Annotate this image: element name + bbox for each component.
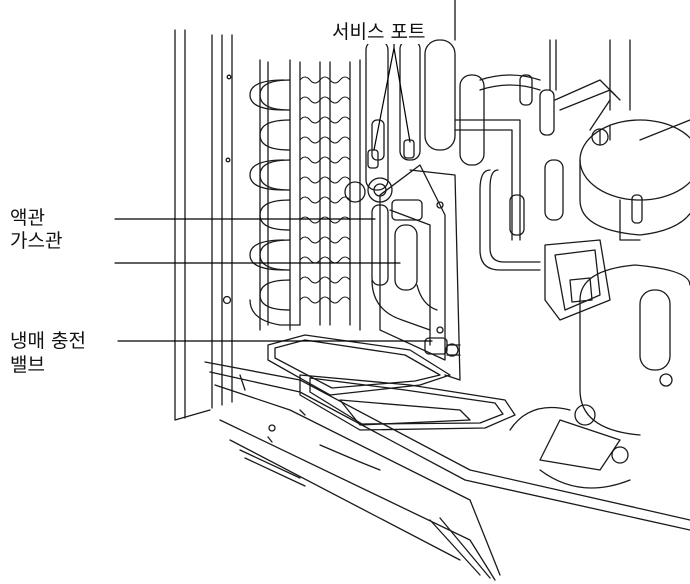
service-port-fittings	[344, 139, 415, 203]
terminal-cover	[544, 239, 611, 321]
compressor	[509, 99, 690, 489]
base-plate	[204, 361, 690, 581]
service-port-label: 서비스 포트	[328, 20, 430, 44]
piping-network	[454, 39, 631, 271]
liquid-pipe-label: 액관	[10, 206, 45, 230]
gas-pipe-label: 가스관	[10, 229, 63, 253]
heat-exchanger-coil	[249, 59, 361, 331]
drain-pan	[267, 334, 516, 431]
cabinet-side-panel	[174, 29, 233, 421]
charging-valve-label: 냉매 충전 밸브	[10, 329, 86, 377]
leader-lines	[114, 0, 456, 342]
vertical-pipes	[365, 39, 485, 191]
service-port-leader-line	[373, 43, 411, 151]
valve-bracket	[379, 164, 461, 381]
liquid-and-gas-pipes	[371, 204, 438, 331]
charging-valve-body	[424, 337, 461, 357]
